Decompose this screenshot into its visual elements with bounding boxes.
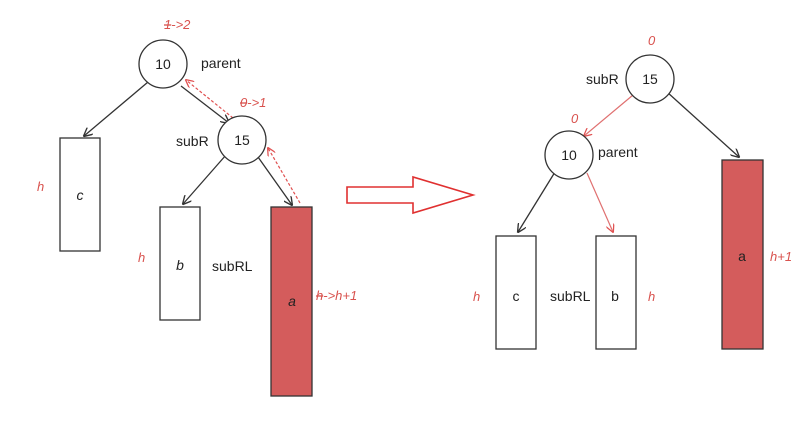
- right-box-a-height: h+1: [770, 249, 792, 264]
- left-box-c: [59, 137, 101, 252]
- right-parent-bf: 0: [571, 111, 579, 126]
- edge-parent-to-c: [518, 171, 556, 232]
- left-parent-label: parent: [201, 55, 241, 71]
- left-box-a-height: h->h+1: [316, 288, 357, 303]
- right-arrow-icon: [346, 175, 476, 215]
- left-subRL-label: subRL: [212, 258, 253, 274]
- right-subR-bf: 0: [648, 33, 656, 48]
- edge-parent-to-c: [84, 81, 149, 136]
- right-parent-node: 10: [544, 130, 594, 180]
- right-subR-node: 15: [625, 54, 675, 104]
- right-box-c: [495, 235, 537, 350]
- right-box-b-letter: b: [611, 288, 619, 304]
- left-parent-node: 10: [138, 39, 188, 89]
- right-box-c-height: h: [473, 289, 480, 304]
- edge-parent-to-b: [586, 172, 613, 232]
- right-parent-value: 10: [561, 147, 577, 163]
- left-tree: 10 parent 1->2 15 subR 0->1 c h b h subR…: [37, 17, 357, 397]
- edge-subR-to-a: [666, 91, 739, 157]
- left-subR-value: 15: [234, 132, 250, 148]
- dashed-update-to-parent: [186, 80, 234, 119]
- left-subR-label: subR: [176, 133, 209, 149]
- right-subR-label: subR: [586, 71, 619, 87]
- right-box-a: [721, 159, 764, 350]
- right-box-c-letter: c: [513, 288, 520, 304]
- left-box-b-height: h: [138, 250, 145, 265]
- left-parent-bf: 1->2: [164, 17, 191, 32]
- left-subR-bf: 0->1: [240, 95, 266, 110]
- left-box-b: [159, 206, 201, 321]
- left-box-b-letter: b: [176, 257, 184, 273]
- left-parent-value: 10: [155, 56, 171, 72]
- left-subR-node: 15: [217, 115, 267, 165]
- right-tree: 15 subR 0 10 parent 0 c h b h subRL a h+…: [473, 33, 792, 350]
- left-box-a: [270, 206, 313, 397]
- left-box-c-letter: c: [77, 187, 84, 203]
- right-box-b: [595, 235, 637, 350]
- right-box-a-letter: a: [738, 248, 746, 264]
- edge-subR-to-b: [183, 154, 227, 204]
- edge-subR-to-a: [257, 156, 292, 205]
- left-box-a-letter: a: [288, 293, 296, 309]
- edge-subR-to-parent: [584, 94, 634, 136]
- right-parent-label: parent: [598, 144, 638, 160]
- edge-parent-to-subR: [180, 85, 229, 123]
- right-subR-value: 15: [642, 71, 658, 87]
- left-box-c-height: h: [37, 179, 44, 194]
- right-box-b-height: h: [648, 289, 655, 304]
- right-subRL-label: subRL: [550, 288, 591, 304]
- dashed-update-to-subR: [268, 148, 301, 204]
